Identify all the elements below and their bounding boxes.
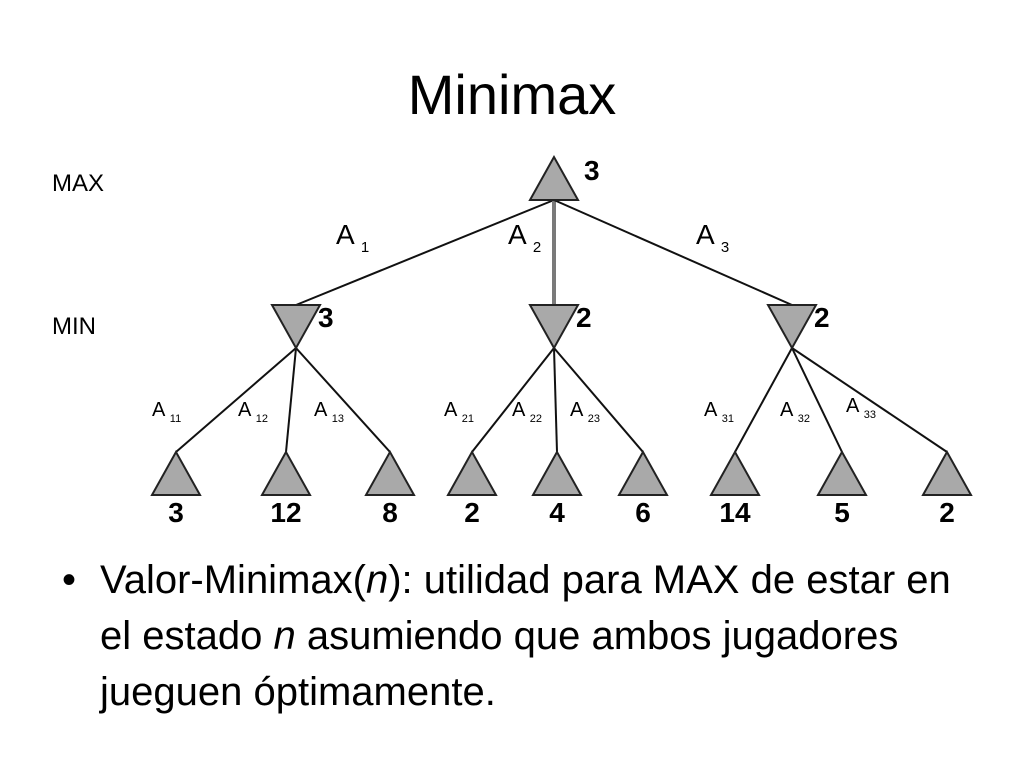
leaf-value: 8 (382, 497, 398, 528)
edge-label-a21: A 21 (444, 399, 474, 425)
leaf-node (150, 449, 202, 496)
leaf-value: 6 (635, 497, 651, 528)
edge-root-to-min-1 (295, 199, 555, 306)
edge-label-a3: A 3 (696, 219, 729, 256)
leaf-value: 2 (939, 497, 955, 528)
bullet-text-pre: Valor-Minimax( (100, 558, 366, 602)
edge-min-3-to-leaf-3 (791, 347, 948, 453)
edge-min-1-to-leaf-1 (175, 347, 297, 453)
leaf-node (709, 449, 761, 496)
minimax-tree-diagram: MAX MIN 3 3 2 2 3 12 8 2 4 6 14 5 2 A 1 A 2 A 3 A 11 A 12 A … (52, 154, 973, 528)
edge-label-a31: A 31 (704, 399, 734, 425)
edge-label-a33: A 33 (846, 395, 876, 421)
edge-min-1-to-leaf-2 (285, 347, 297, 453)
edge-label-a2: A 2 (508, 219, 541, 256)
max-node-value: 3 (584, 155, 600, 186)
leaf-node (260, 449, 312, 496)
bullet-item-minimax-value: • Valor-Minimax(n): utilidad para MAX de… (62, 552, 982, 720)
leaf-node (446, 449, 498, 496)
edge-label-a1: A 1 (336, 219, 369, 256)
edge-min-1-to-leaf-3 (295, 347, 391, 453)
edge-min-3-to-leaf-1 (734, 347, 793, 453)
edge-min-3-to-leaf-2 (791, 347, 843, 453)
min-node-value-3: 2 (814, 302, 830, 333)
edge-min-2-to-leaf-1 (471, 347, 555, 453)
leaf-value: 5 (834, 497, 850, 528)
leaf-value: 4 (549, 497, 565, 528)
level-label-max: MAX (52, 170, 104, 197)
min-node-1 (270, 304, 322, 351)
min-node-value-2: 2 (576, 302, 592, 333)
min-node-3 (766, 304, 818, 351)
leaf-value: 14 (719, 497, 751, 528)
edge-label-a22: A 22 (512, 399, 542, 425)
leaf-node (921, 449, 973, 496)
min-node-value-1: 3 (318, 302, 334, 333)
leaf-node (816, 449, 868, 496)
leaf-node (364, 449, 416, 496)
leaf-node (531, 449, 583, 496)
min-node-2 (528, 304, 580, 351)
bullet-mark: • (62, 558, 77, 602)
slide-title: Minimax (407, 63, 617, 126)
bullet-var-n: n (273, 614, 296, 658)
bullet-text-mid: ): utilidad para MAX de estar en el esta… (100, 558, 951, 658)
leaf-value: 3 (168, 497, 184, 528)
bullet-text-post: asumiendo que ambos jugadores jueguen óp… (100, 614, 899, 714)
edge-label-a11: A 11 (152, 399, 181, 425)
bullet-list: • Valor-Minimax(n): utilidad para MAX de… (62, 552, 982, 720)
edge-min-2-to-leaf-2 (553, 347, 558, 453)
max-node-root (528, 154, 580, 201)
edge-label-a23: A 23 (570, 399, 600, 425)
leaf-value: 12 (270, 497, 301, 528)
edge-label-a32: A 32 (780, 399, 810, 425)
leaf-value: 2 (464, 497, 480, 528)
edge-label-a12: A 12 (238, 399, 268, 425)
edge-label-a13: A 13 (314, 399, 344, 425)
edge-min-2-to-leaf-3 (553, 347, 644, 453)
leaf-node (617, 449, 669, 496)
level-label-min: MIN (52, 313, 96, 340)
bullet-var-n: n (365, 558, 389, 602)
edge-root-to-min-3 (553, 199, 793, 306)
